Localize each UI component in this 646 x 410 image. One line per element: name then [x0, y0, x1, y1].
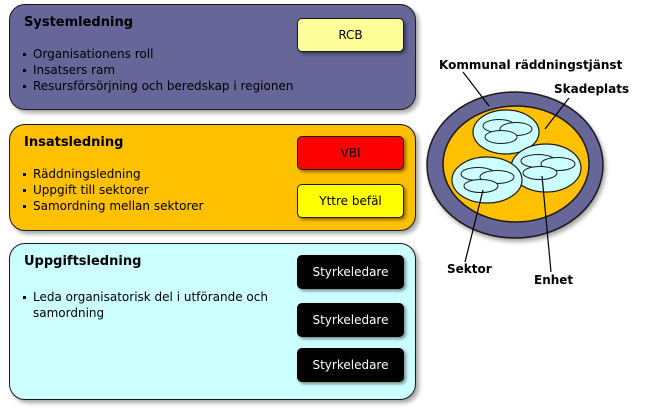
sector-label-line [464, 189, 484, 263]
outer-label: Kommunal räddningstjänst [439, 58, 623, 72]
outer-label-line [462, 71, 490, 107]
sector-label: Sektor [447, 262, 492, 276]
bullet-item: Organisationens roll [22, 46, 293, 62]
level-bullets: Leda organisatorisk del i utförande och … [22, 289, 292, 321]
level-bullets: Räddningsledning Uppgift till sektorer S… [22, 166, 203, 214]
bullet-item: Räddningsledning [22, 166, 203, 182]
unit-ellipse [522, 166, 558, 180]
level-title: Uppgiftsledning [24, 254, 142, 269]
scene-label: Skadeplats [554, 82, 630, 96]
level-panel-uppgiftsledning: Uppgiftsledning Leda organisatorisk del … [9, 243, 416, 400]
role-box-yttre-befal: Yttre befäl [297, 184, 404, 218]
bullet-item: Leda organisatorisk del i utförande och … [22, 289, 292, 321]
level-panel-insatsledning: Insatsledning Räddningsledning Uppgift t… [9, 124, 416, 231]
role-box-styrkeledare: Styrkeledare [297, 348, 404, 382]
unit-label-line [541, 175, 552, 273]
level-title: Insatsledning [24, 135, 124, 150]
role-box-vbi: VBI [297, 136, 404, 170]
organisation-nesting-diagram [420, 40, 646, 310]
level-title: Systemledning [24, 15, 134, 30]
role-box-styrkeledare: Styrkeledare [297, 303, 404, 337]
role-box-rcb: RCB [297, 18, 404, 52]
role-box-styrkeledare: Styrkeledare [297, 255, 404, 289]
bullet-item: Insatsers ram [22, 62, 293, 78]
unit-ellipse [484, 130, 518, 144]
unit-ellipse [463, 179, 499, 193]
level-bullets: Organisationens roll Insatsers ram Resur… [22, 46, 293, 94]
bullet-item: Uppgift till sektorer [22, 182, 203, 198]
scene-label-line [544, 97, 570, 130]
unit-label: Enhet [534, 273, 574, 287]
bullet-item: Resursförsörjning och beredskap i region… [22, 78, 293, 94]
level-panel-systemledning: Systemledning Organisationens roll Insat… [9, 4, 416, 110]
bullet-item: Samordning mellan sektorer [22, 198, 203, 214]
